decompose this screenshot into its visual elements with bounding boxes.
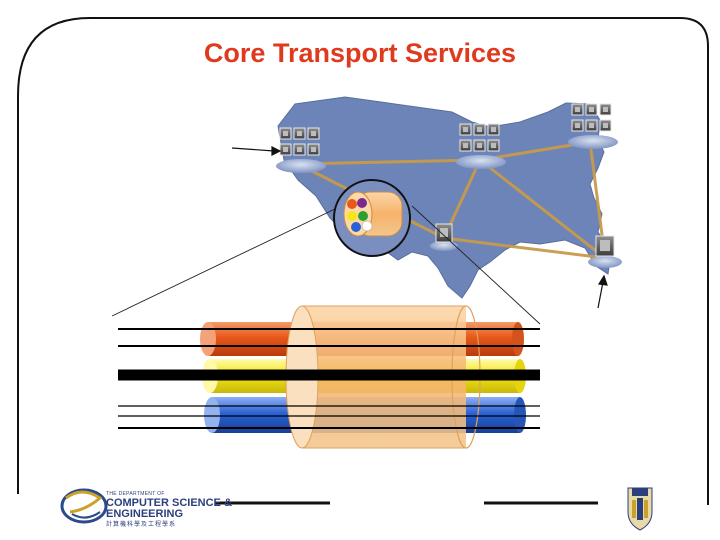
signal-lines [118, 328, 540, 429]
callout-arrow [597, 274, 608, 309]
department-logo-icon [60, 488, 108, 524]
router-node-icon [568, 103, 618, 149]
university-crest-icon [627, 487, 653, 531]
router-node-icon [588, 235, 622, 268]
slide-frame [17, 17, 709, 505]
fiber-cable-diagram [118, 305, 540, 449]
fiber-cable-icon [333, 179, 411, 257]
department-name: THE DEPARTMENT OF COMPUTER SCIENCE & ENG… [106, 491, 232, 529]
department-line2: ENGINEERING [106, 508, 184, 520]
department-small-text: THE DEPARTMENT OF [106, 491, 165, 497]
zoom-lines [111, 205, 541, 325]
department-line1: COMPUTER SCIENCE & [106, 497, 232, 509]
department-chinese: 計算機科學及工程學系 [106, 522, 177, 528]
router-node-icon [276, 127, 326, 173]
us-map [277, 96, 611, 299]
callout-arrow [231, 146, 282, 156]
page-title: Core Transport Services [203, 38, 517, 68]
router-node-icon [456, 123, 506, 169]
router-node-icon [430, 223, 458, 251]
